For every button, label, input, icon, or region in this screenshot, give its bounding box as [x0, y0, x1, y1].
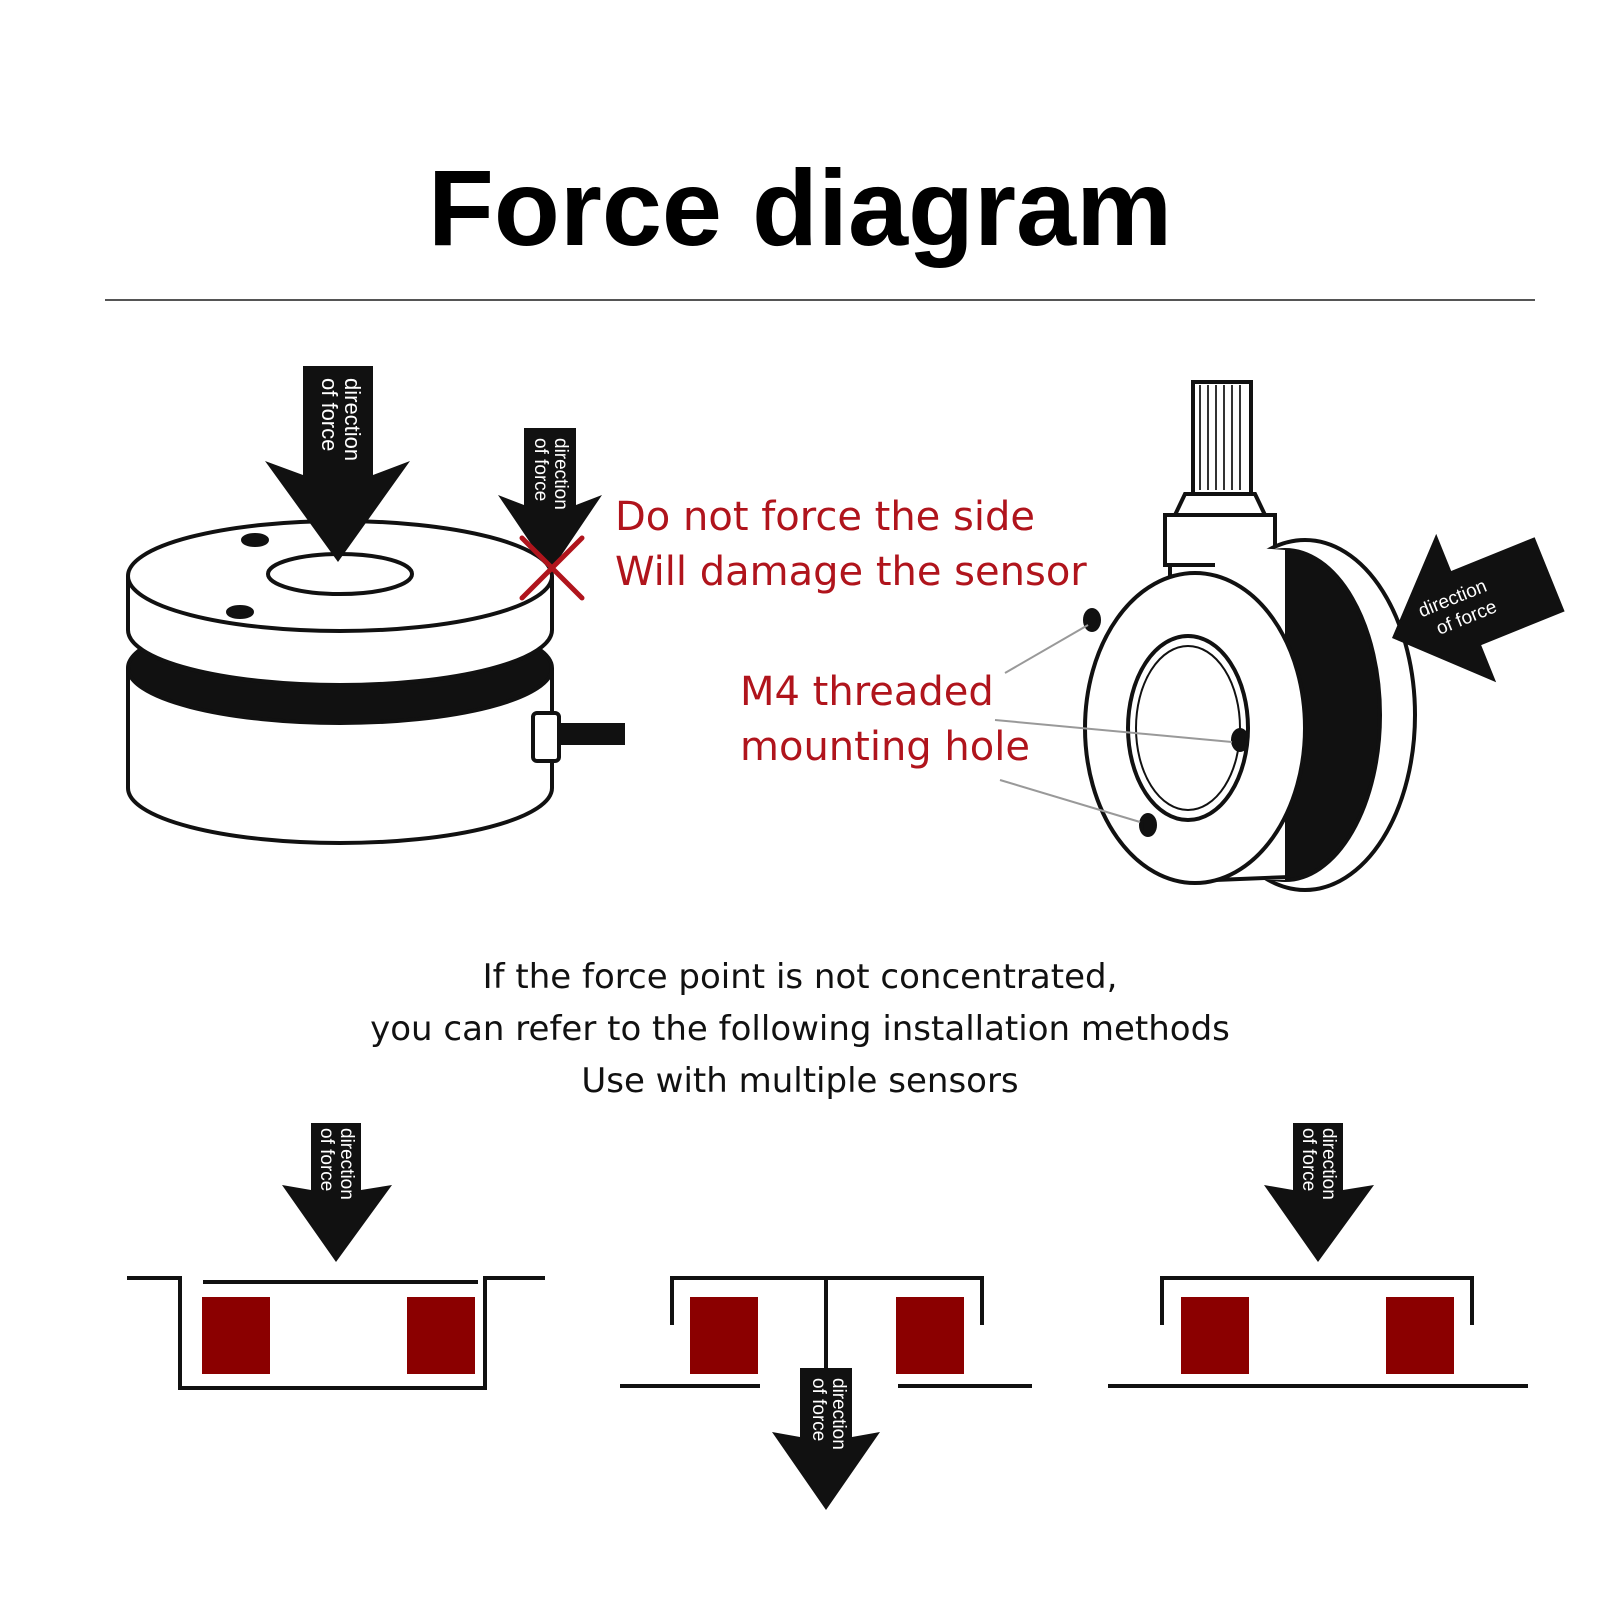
mounting-label-line-1: M4 threaded — [740, 669, 994, 715]
threaded-hole-1 — [1083, 608, 1101, 632]
arrow-label-line2: of force — [1298, 1128, 1319, 1191]
installation-method-3: direction of force — [1108, 1123, 1528, 1388]
force-arrow-side: direction of force — [1392, 533, 1565, 683]
center-bore — [1126, 634, 1250, 822]
sensor-block-left — [690, 1297, 758, 1374]
load-bracket — [1160, 1276, 1474, 1325]
arrow-label-line1: direction — [1318, 1128, 1339, 1200]
warning-line-1: Do not force the side — [615, 494, 1035, 540]
page-title: Force diagram — [428, 147, 1172, 268]
mounting-hole-pointers — [994, 624, 1233, 823]
note-line-3: Use with multiple sensors — [581, 1061, 1018, 1101]
force-arrow-side-incorrect: direction of force — [498, 428, 602, 572]
sensor-block-right — [896, 1297, 964, 1374]
sensor-block-left — [1181, 1297, 1249, 1374]
force-arrow-method-2: direction of force — [772, 1368, 880, 1510]
note-line-1: If the force point is not concentrated, — [483, 957, 1118, 997]
installation-method-2: direction of force — [620, 1276, 1032, 1510]
sensor-block-right — [407, 1297, 475, 1374]
mount-hole-top — [241, 533, 269, 547]
sensor-block-left — [202, 1297, 270, 1374]
threaded-cable — [1191, 380, 1253, 496]
button-load-cell-illustration — [126, 519, 625, 845]
threaded-hole-3 — [1139, 813, 1157, 837]
threaded-hole-2 — [1231, 728, 1249, 752]
cable-connector — [531, 711, 561, 763]
arrow-label-line2: of force — [317, 378, 342, 451]
sensor-block-right — [1386, 1297, 1454, 1374]
force-arrow-method-3: direction of force — [1264, 1123, 1374, 1262]
mounting-label-line-2: mounting hole — [740, 724, 1030, 770]
arrow-label-line1: direction — [340, 378, 365, 461]
note-line-2: you can refer to the following installat… — [370, 1009, 1230, 1049]
mount-hole-bottom — [226, 605, 254, 619]
arrow-label-line1: direction — [336, 1128, 357, 1200]
arrow-label-line2: of force — [530, 438, 551, 501]
installation-method-1: direction of force — [127, 1123, 545, 1390]
cross-mark-icon — [519, 535, 585, 601]
side-mount-load-cell-illustration — [1083, 380, 1417, 892]
arrow-label-line1: direction — [550, 438, 571, 510]
warning-line-2: Will damage the sensor — [615, 549, 1087, 595]
arrow-label-line2: of force — [316, 1128, 337, 1191]
force-arrow-method-1: direction of force — [282, 1123, 392, 1262]
center-hole — [266, 552, 414, 596]
base-channel — [127, 1276, 545, 1390]
arrow-label-line2: of force — [808, 1378, 829, 1441]
sensor-cable — [545, 723, 625, 745]
arrow-label-line1: direction — [828, 1378, 849, 1450]
force-arrow-top-main: direction of force — [265, 366, 410, 562]
